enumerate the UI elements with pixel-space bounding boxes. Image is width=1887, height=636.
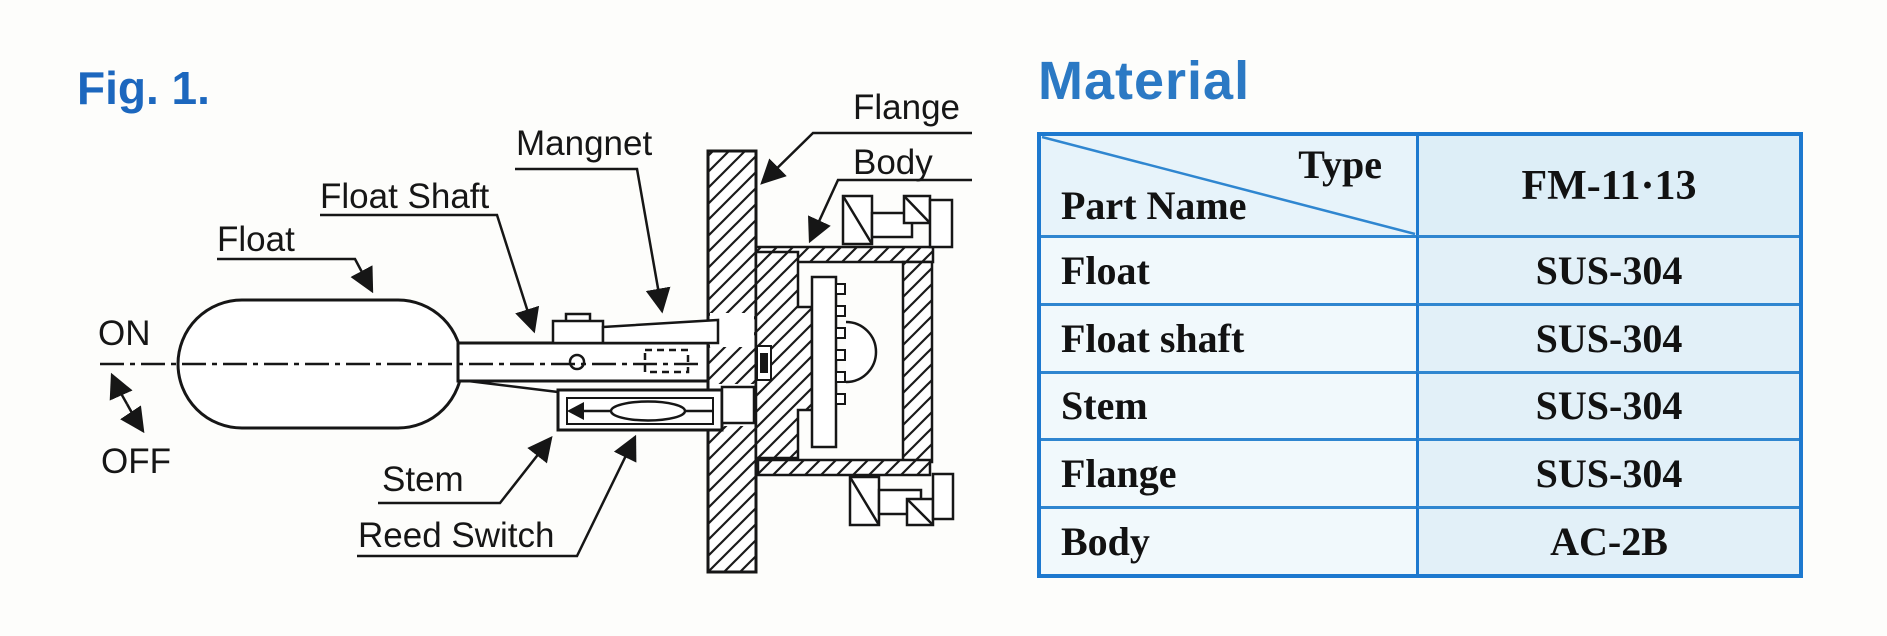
hub-fastener-core bbox=[760, 353, 768, 373]
reed-switch-leader bbox=[357, 434, 637, 558]
shaft-lower-edge bbox=[467, 379, 559, 394]
table-row-material: SUS-304 bbox=[1416, 235, 1799, 303]
flange-label: Flange bbox=[853, 88, 960, 127]
table-row-part: Float bbox=[1041, 235, 1416, 303]
table-header-type-value: FM-11·13 bbox=[1416, 136, 1799, 235]
pivot-housing bbox=[551, 319, 605, 345]
magnet-dashed-outline bbox=[643, 348, 690, 374]
off-label: OFF bbox=[101, 442, 171, 481]
table-row-part: Stem bbox=[1041, 370, 1416, 439]
swing-arc-down bbox=[120, 403, 145, 434]
reed-switch-label: Reed Switch bbox=[358, 516, 554, 555]
table-row-part: Float shaft bbox=[1041, 302, 1416, 371]
body-label: Body bbox=[853, 143, 933, 182]
material-section-title: Material bbox=[1038, 51, 1251, 111]
table-header-type: Type bbox=[1298, 142, 1382, 187]
body-bottom-wall bbox=[756, 458, 932, 477]
stem-leader bbox=[378, 436, 553, 505]
top-bolt bbox=[841, 194, 954, 249]
figure-number: Fig. 1. bbox=[77, 62, 210, 114]
flange-plate bbox=[706, 149, 758, 574]
bobbin-teeth bbox=[835, 283, 846, 405]
body-right-wall bbox=[901, 260, 934, 464]
table-row-part: Flange bbox=[1041, 438, 1416, 507]
inner-dome bbox=[845, 320, 878, 384]
table-row-part: Body bbox=[1041, 506, 1416, 574]
stem-arrow-detail bbox=[567, 402, 584, 420]
table-header-part-name: Part Name bbox=[1061, 183, 1247, 228]
table-header-corner-cell: Type Part Name bbox=[1041, 136, 1416, 235]
inner-bobbin bbox=[810, 275, 838, 449]
bottom-bolt bbox=[848, 472, 955, 527]
flange-leader bbox=[760, 131, 972, 185]
on-label: ON bbox=[98, 314, 151, 353]
stem-label: Stem bbox=[382, 460, 464, 499]
pivot-pin bbox=[568, 353, 586, 371]
table-row-material: SUS-304 bbox=[1416, 438, 1799, 507]
table-row-material: SUS-304 bbox=[1416, 302, 1799, 371]
float-label: Float bbox=[217, 220, 295, 259]
table-row-material: SUS-304 bbox=[1416, 370, 1799, 439]
float-switch-cross-section-diagram: Fig. 1. bbox=[77, 62, 972, 574]
material-table: Type Part Name FM-11·13 Float SUS-304 Fl… bbox=[1037, 132, 1803, 578]
float-shaft-leader bbox=[320, 213, 540, 334]
magnet-leader bbox=[515, 167, 671, 314]
stem-pipe bbox=[720, 385, 756, 425]
magnet-label: Mangnet bbox=[516, 124, 652, 163]
header-diagonal-line bbox=[1041, 136, 1416, 235]
table-row-material: AC-2B bbox=[1416, 506, 1799, 574]
swing-arc-up bbox=[109, 372, 133, 405]
float-leader bbox=[217, 257, 374, 294]
float-shaft-label: Float Shaft bbox=[320, 177, 490, 216]
body-leader bbox=[808, 178, 972, 244]
magnet-holder-taper bbox=[601, 318, 720, 345]
reed-switch-glass bbox=[609, 400, 687, 422]
